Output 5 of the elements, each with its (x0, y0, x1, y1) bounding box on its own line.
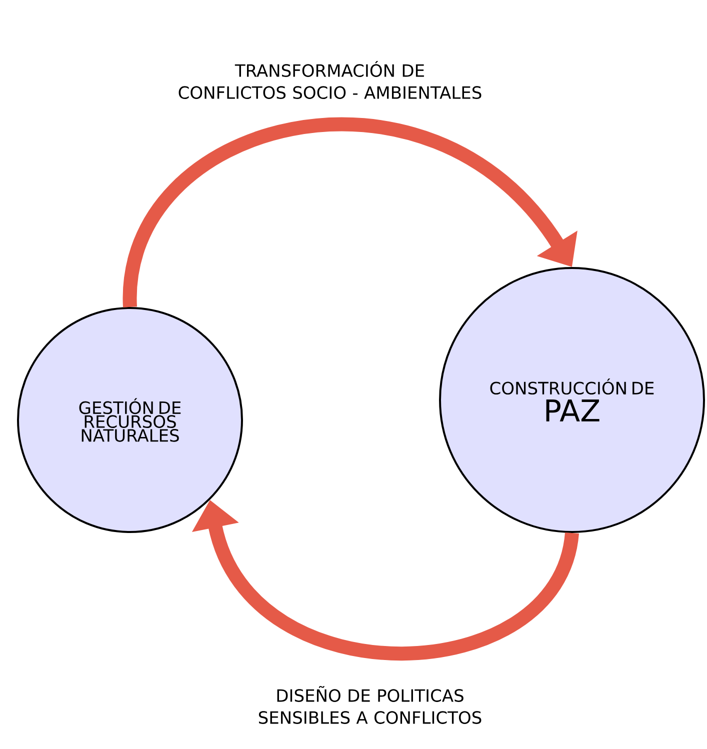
circle-node: GESTIÓN DE RECURSOS NATURALES (17, 307, 243, 533)
edge-label: DISEÑO DE POLITICAS SENSIBLES A CONFLICTOS (258, 686, 482, 724)
circle-node: CONSTRUCCIÓN DE PAZ (439, 267, 705, 533)
curved-arrow (123, 117, 578, 308)
edge-label: TRANSFORMACIÓN DE CONFLICTOS SOCIO - AMBIENTALES (178, 61, 482, 99)
